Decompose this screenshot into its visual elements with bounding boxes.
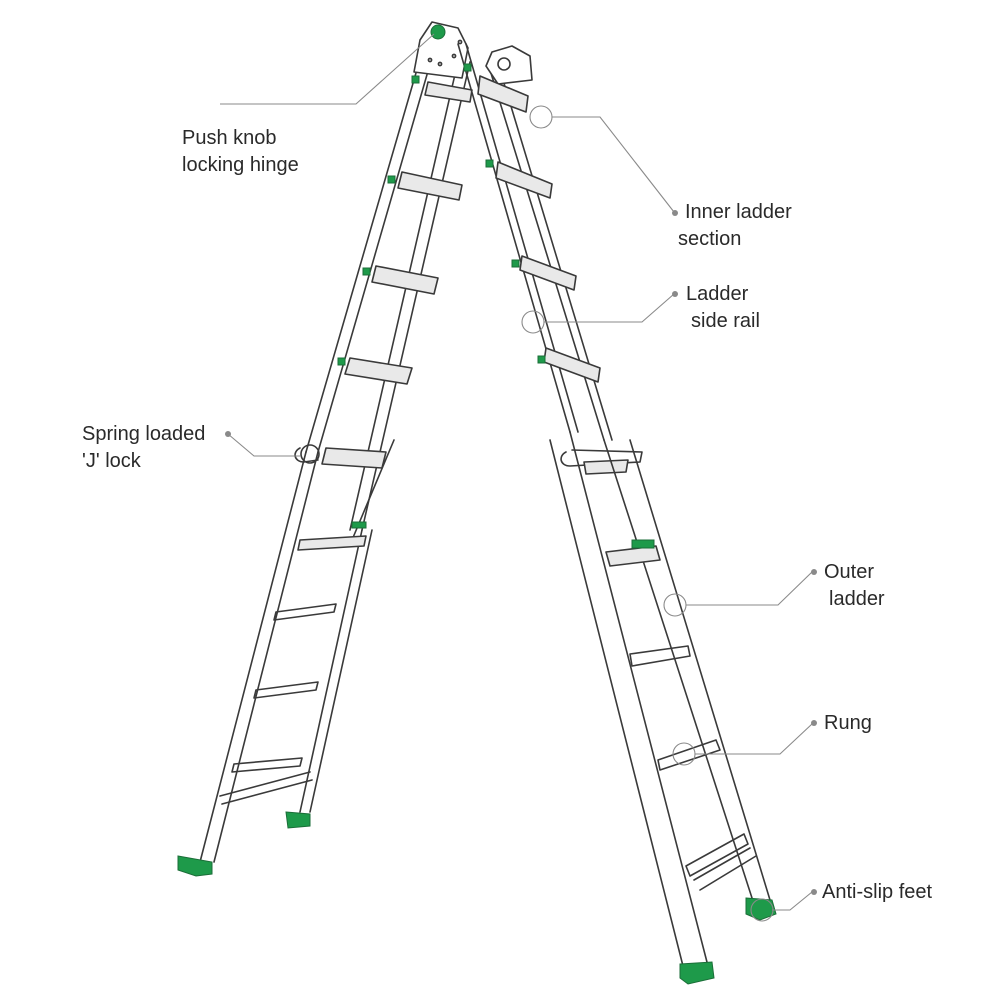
left-j-lock-ring (300, 444, 320, 464)
label-line: Spring loaded (82, 423, 206, 445)
label-line: Inner ladder (685, 201, 792, 223)
right-inner-rail-inner (489, 69, 605, 441)
left-inner-rung (371, 265, 439, 295)
right-outer-rung (685, 833, 749, 877)
right-inner-rung (477, 75, 529, 113)
label-line: side rail (691, 310, 760, 332)
hinge-knob-green (430, 24, 446, 40)
right-outer-rail-front-b (569, 431, 709, 967)
leader-circle-rail (521, 310, 545, 334)
right-outer-brace (693, 847, 757, 891)
left-back-foot (285, 811, 311, 829)
leader-dot (811, 720, 817, 726)
label-line: Push knob (182, 127, 277, 149)
right-inner-rung (495, 161, 553, 199)
label-ladder-side-rail: Ladder side rail (686, 281, 760, 335)
leader-push-knob (220, 33, 435, 105)
right-green-lock (631, 539, 655, 549)
right-ladder (457, 43, 771, 971)
label-line: Outer (824, 561, 875, 583)
right-inner-rung (519, 255, 577, 291)
left-green-clip (411, 75, 420, 84)
left-outer-rail-back-b (309, 529, 373, 813)
leader-circle-outer (663, 593, 687, 617)
left-inner-rail-outer-b (317, 39, 438, 453)
right-outer-rail-back-b (629, 439, 771, 901)
right-green-clip (463, 63, 472, 72)
label-line: 'J' lock (82, 450, 141, 472)
leader-side-rail (544, 293, 675, 323)
label-inner-ladder-section: Inner ladder section (678, 199, 792, 253)
right-green-clip (511, 259, 520, 268)
label-anti-slip-feet: Anti-slip feet (822, 879, 932, 906)
left-green-clip (337, 357, 346, 366)
label-line: ladder (829, 588, 885, 610)
left-inner-rung (344, 357, 413, 385)
left-outer-rung (297, 535, 367, 551)
left-inner-rung (397, 171, 463, 201)
left-outer-rail-front (199, 451, 307, 863)
left-hinge-dot (457, 39, 463, 45)
left-inner-rung (424, 81, 473, 103)
left-hinge-dot (451, 53, 457, 59)
leader-dot (811, 569, 817, 575)
left-outer-brace (219, 771, 313, 805)
right-hinge-knob (497, 57, 511, 71)
label-push-knob-locking-hinge: Push knob locking hinge (182, 125, 299, 179)
left-green-clip (387, 175, 396, 184)
right-rung-lock (583, 459, 629, 475)
left-outer-rung (253, 681, 319, 699)
leader-rung (695, 723, 813, 755)
left-front-foot (177, 855, 213, 877)
right-inner-rail-outer (457, 43, 571, 433)
right-front-foot (679, 961, 715, 985)
right-outer-rung (629, 645, 691, 667)
left-inner-rail-outer (305, 34, 428, 453)
leader-feet (772, 891, 813, 911)
left-outer-rung (273, 603, 337, 621)
label-outer-ladder: Outer ladder (824, 559, 885, 613)
label-line: locking hinge (182, 154, 299, 176)
right-outer-rung (657, 739, 721, 771)
leader-circle-inner (529, 105, 553, 129)
label-line: Ladder (686, 283, 749, 305)
left-outer-rung (231, 757, 303, 773)
leader-dot (672, 210, 678, 216)
left-ladder (199, 21, 473, 863)
right-green-clip (537, 355, 546, 364)
right-outer-rung (605, 545, 661, 567)
right-outer-rail-front (549, 439, 685, 971)
left-hinge-dot (437, 61, 443, 67)
left-hinge-plate (413, 21, 469, 79)
leader-dot (672, 291, 678, 297)
left-outer-rail-back (299, 529, 363, 813)
right-outer-rail-back (603, 439, 753, 899)
label-line: Anti-slip feet (822, 881, 933, 903)
label-line: Rung (824, 712, 872, 734)
label-rung: Rung (824, 710, 872, 737)
left-green-lock (351, 521, 367, 529)
label-line: section (678, 228, 742, 250)
leader-inner-ladder (552, 116, 675, 213)
leader-j-lock (227, 433, 300, 457)
left-hinge-dot (427, 57, 433, 63)
leader-dot (811, 889, 817, 895)
left-green-clip (362, 267, 371, 276)
right-inner-rung (543, 347, 601, 383)
left-inner-rung (321, 447, 387, 469)
leader-outer-ladder (686, 571, 813, 606)
label-spring-loaded-j-lock: Spring loaded 'J' lock (82, 421, 205, 475)
right-green-clip (485, 159, 494, 168)
leader-dot (225, 431, 231, 437)
